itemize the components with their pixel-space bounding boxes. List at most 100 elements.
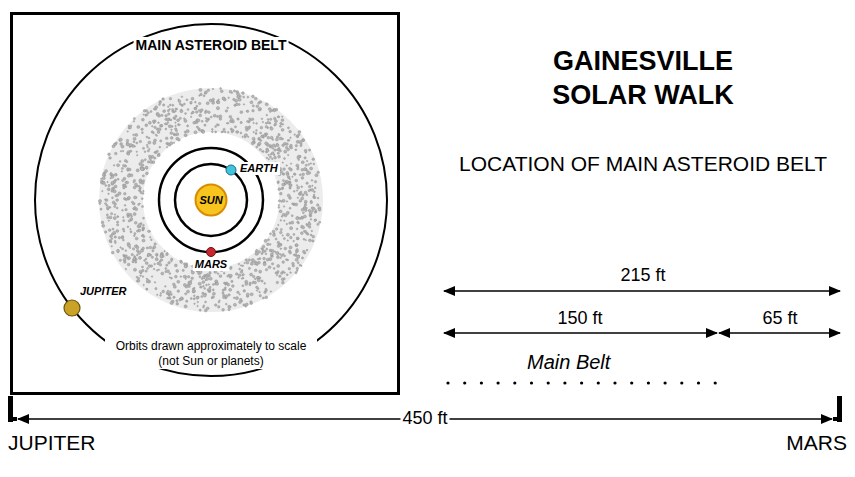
asteroid-dot — [191, 97, 194, 100]
asteroid-dot — [145, 270, 147, 272]
asteroid-dot — [117, 164, 120, 167]
asteroid-dot — [282, 162, 283, 163]
asteroid-dot — [111, 175, 114, 178]
asteroid-dot — [130, 125, 132, 127]
asteroid-dot — [116, 230, 119, 233]
asteroid-dot — [169, 97, 171, 99]
asteroid-dot — [158, 128, 161, 131]
asteroid-dot — [277, 241, 280, 244]
asteroid-dot — [163, 110, 166, 113]
asteroid-dot — [183, 263, 185, 265]
asteroid-dot — [308, 189, 310, 191]
asteroid-dot — [192, 111, 195, 114]
asteroid-dot — [156, 255, 158, 257]
asteroid-dot — [190, 102, 192, 104]
asteroid-dot — [109, 157, 112, 160]
asteroid-dot — [169, 104, 171, 106]
asteroid-dot — [269, 243, 271, 245]
asteroid-dot — [280, 248, 282, 250]
asteroid-dot — [271, 263, 273, 265]
asteroid-dot — [193, 121, 196, 124]
asteroid-dot — [229, 276, 231, 278]
inset-frame: MAIN ASTEROID BELTOrbits drawn approxima… — [10, 12, 400, 395]
asteroid-dot — [302, 226, 305, 229]
asteroid-dot — [308, 239, 311, 242]
asteroid-dot — [259, 107, 262, 110]
asteroid-dot — [177, 124, 179, 126]
asteroid-dot — [308, 223, 311, 226]
asteroid-dot — [295, 179, 298, 182]
asteroid-dot — [290, 236, 293, 239]
asteroid-dot — [313, 196, 315, 198]
asteroid-dot — [267, 239, 269, 241]
asteroid-dot — [278, 207, 280, 209]
asteroid-dot — [200, 109, 203, 112]
asteroid-dot — [208, 111, 211, 114]
asteroid-dot — [110, 178, 111, 179]
asteroid-dot — [212, 289, 214, 291]
asteroid-dot — [246, 110, 248, 112]
asteroid-dot — [269, 233, 271, 235]
asteroid-dot — [300, 143, 302, 145]
asteroid-dot — [303, 230, 305, 232]
asteroid-dot — [216, 107, 219, 110]
asteroid-dot — [282, 144, 285, 147]
asteroid-dot — [305, 164, 307, 166]
asteroid-dot — [130, 218, 133, 221]
asteroid-dot — [278, 181, 280, 183]
asteroid-dot — [287, 139, 289, 141]
asteroid-dot — [310, 167, 313, 170]
asteroid-dot — [237, 291, 240, 294]
asteroid-dot — [259, 148, 261, 150]
asteroid-dot — [273, 109, 276, 112]
asteroid-dot — [161, 272, 164, 275]
asteroid-dot — [174, 275, 177, 278]
asteroid-dot — [124, 261, 127, 264]
asteroid-dot — [170, 119, 172, 121]
asteroid-dot — [193, 290, 196, 293]
belt-dot — [664, 381, 667, 384]
asteroid-dot — [180, 260, 183, 263]
asteroid-dot — [304, 191, 307, 194]
asteroid-dot — [133, 118, 135, 120]
asteroid-dot — [118, 192, 121, 195]
asteroid-dot — [265, 126, 267, 128]
asteroid-dot — [168, 294, 170, 296]
asteroid-dot — [281, 187, 283, 189]
asteroid-dot — [133, 258, 136, 261]
asteroid-dot — [279, 125, 281, 127]
asteroid-dot — [258, 137, 261, 140]
asteroid-dot — [194, 131, 197, 134]
asteroid-dot — [296, 237, 299, 240]
asteroid-dot — [98, 199, 101, 202]
planet-label: JUPITER — [78, 285, 128, 298]
asteroid-dot — [171, 125, 173, 127]
asteroid-dot — [174, 118, 176, 120]
asteroid-dot — [122, 209, 124, 211]
asteroid-dot — [219, 115, 222, 118]
asteroid-dot — [274, 123, 276, 125]
asteroid-dot — [121, 167, 123, 169]
asteroid-dot — [211, 131, 213, 133]
asteroid-dot — [123, 217, 124, 218]
asteroid-dot — [243, 96, 245, 98]
asteroid-dot — [143, 284, 144, 285]
asteroid-dot — [229, 115, 232, 118]
asteroid-dot — [278, 155, 281, 158]
asteroid-dot — [289, 246, 292, 249]
asteroid-dot — [296, 217, 299, 220]
asteroid-dot — [110, 173, 112, 175]
asteroid-dot — [130, 150, 132, 152]
asteroid-dot — [277, 256, 280, 259]
asteroid-dot — [297, 155, 300, 158]
asteroid-dot — [277, 152, 279, 154]
dimension-label: 150 ft — [557, 307, 602, 329]
asteroid-dot — [151, 256, 153, 258]
asteroid-dot — [157, 131, 160, 134]
asteroid-dot — [228, 294, 230, 296]
asteroid-dot — [308, 164, 310, 166]
asteroid-dot — [304, 157, 306, 159]
asteroid-dot — [131, 253, 133, 255]
asteroid-dot — [147, 253, 150, 256]
asteroid-dot — [116, 207, 118, 209]
